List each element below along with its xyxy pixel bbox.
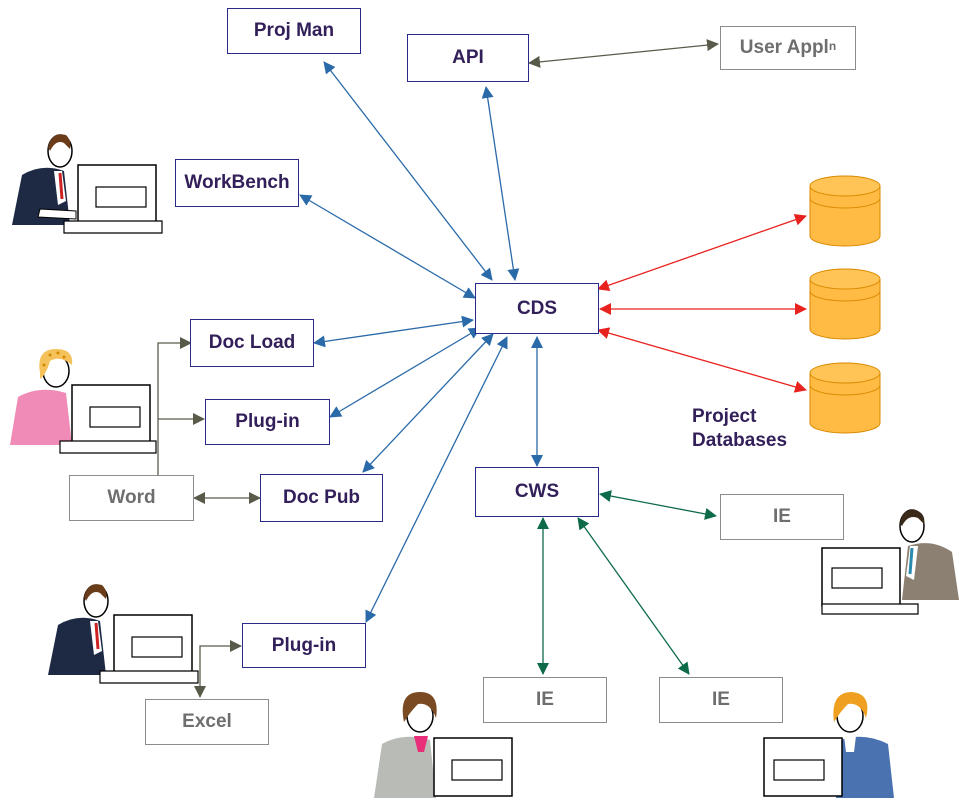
node-label: IE bbox=[536, 689, 554, 710]
link-plugin-excel-cds bbox=[365, 336, 508, 623]
node-label-superscript: n bbox=[828, 39, 837, 53]
node-label: Plug-in bbox=[235, 411, 300, 432]
link-plugin-excel bbox=[194, 640, 242, 698]
link-docload-cds bbox=[313, 315, 474, 348]
node-label: Plug-in bbox=[271, 634, 337, 656]
node-proj-man[interactable]: Proj Man bbox=[227, 8, 361, 54]
node-plug-in-excel[interactable]: Plug-in bbox=[242, 623, 366, 668]
user-workstation-icon bbox=[10, 349, 157, 454]
node-ie-bottom-right[interactable]: IE bbox=[659, 677, 783, 723]
link-projman-cds bbox=[323, 61, 493, 281]
node-label: API bbox=[452, 47, 484, 68]
node-label: Doc Load bbox=[208, 332, 296, 353]
user-workstation-icon bbox=[12, 134, 163, 234]
node-cws[interactable]: CWS bbox=[475, 467, 599, 517]
user-workstation-icon bbox=[763, 692, 894, 798]
node-ie-bottom-left[interactable]: IE bbox=[483, 677, 607, 723]
link-cws-ie-right bbox=[599, 490, 717, 520]
db-label-line1: Project bbox=[692, 406, 757, 427]
node-label: IE bbox=[712, 689, 730, 710]
link-cws-ie-bottom-right bbox=[577, 517, 690, 675]
link-word-docload bbox=[157, 337, 192, 476]
node-label: WorkBench bbox=[184, 172, 290, 193]
node-ie-right[interactable]: IE bbox=[720, 494, 844, 540]
node-doc-load[interactable]: Doc Load bbox=[190, 319, 314, 367]
node-cds[interactable]: CDS bbox=[475, 283, 599, 334]
user-workstation-icon bbox=[374, 692, 513, 798]
node-label: User Appl bbox=[739, 37, 829, 58]
node-plug-in-word[interactable]: Plug-in bbox=[205, 399, 330, 445]
node-label: Word bbox=[107, 487, 156, 508]
node-label: Proj Man bbox=[253, 20, 335, 41]
node-label: Doc Pub bbox=[282, 487, 361, 508]
node-doc-pub[interactable]: Doc Pub bbox=[260, 474, 383, 522]
link-workbench-cds bbox=[299, 194, 476, 299]
node-workbench[interactable]: WorkBench bbox=[175, 159, 299, 207]
link-docpub-cds bbox=[362, 333, 494, 473]
node-api[interactable]: API bbox=[407, 34, 529, 82]
link-api-userappl bbox=[528, 39, 719, 68]
user-workstation-icon bbox=[821, 509, 959, 615]
user-workstation-icon bbox=[48, 584, 199, 684]
database-icon bbox=[809, 362, 881, 434]
link-cds-db1 bbox=[597, 213, 807, 292]
database-icon bbox=[809, 268, 881, 340]
node-word[interactable]: Word bbox=[69, 475, 194, 521]
database-icon bbox=[809, 175, 881, 247]
node-label: CWS bbox=[514, 481, 560, 502]
node-label: IE bbox=[773, 506, 791, 527]
project-databases-label: Project Databases bbox=[692, 405, 787, 453]
link-api-cds bbox=[481, 86, 520, 281]
node-label: Excel bbox=[182, 711, 232, 732]
node-excel[interactable]: Excel bbox=[145, 699, 269, 745]
link-cds-db3 bbox=[597, 327, 807, 393]
db-label-line2: Databases bbox=[692, 430, 788, 451]
node-label: CDS bbox=[516, 297, 558, 319]
